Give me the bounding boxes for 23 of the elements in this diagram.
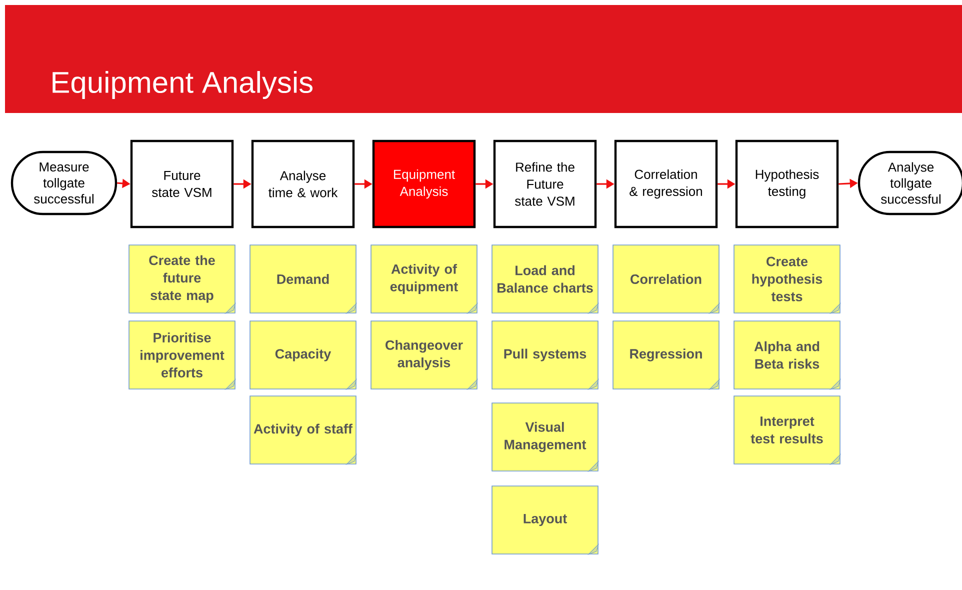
sticky-note: Activity of equipment	[370, 244, 478, 314]
sticky-note: Visual Management	[492, 402, 599, 472]
sticky-note: Changeover analysis	[370, 320, 478, 390]
process-box: Equipment Analysis	[372, 140, 476, 228]
sticky-note: Prioritise improvement efforts	[128, 320, 236, 390]
sticky-note: Activity of staff	[250, 396, 357, 465]
sticky-note: Layout	[492, 486, 599, 555]
sticky-note: Pull systems	[492, 320, 599, 390]
sticky-note: Create the future state map	[128, 244, 236, 314]
title: Equipment Analysis	[52, 71, 312, 99]
process-box: Correlation & regression	[614, 140, 718, 228]
process-box: Analyse time & work	[251, 140, 355, 228]
sticky-note: Capacity	[250, 320, 357, 390]
sticky-note: Load and Balance charts	[492, 244, 599, 314]
sticky-note: Interpret test results	[734, 396, 841, 465]
process-box: Refine the Future state VSM	[493, 140, 597, 228]
sticky-note: Regression	[612, 320, 720, 390]
sticky-note: Create hypothesis tests	[734, 244, 841, 314]
sticky-note: Alpha and Beta risks	[734, 320, 841, 390]
process-box: Hypothesis testing	[735, 140, 839, 228]
sticky-note: Correlation	[612, 244, 720, 314]
process-box: Future state VSM	[130, 140, 234, 228]
sticky-note: Demand	[250, 244, 357, 314]
